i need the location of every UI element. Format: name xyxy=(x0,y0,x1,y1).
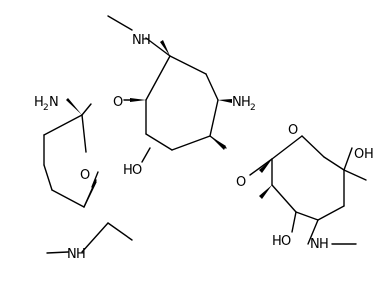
oh-bottom-o: O xyxy=(281,234,291,249)
nh-bottom-right-n: N xyxy=(310,237,320,252)
nh-bottom-right-h: H xyxy=(319,237,329,252)
oh-center-h: H xyxy=(123,163,133,178)
nh-bottom-left-h: H xyxy=(76,247,86,262)
oh-center-o: O xyxy=(132,163,142,178)
stereo-wedges xyxy=(66,40,272,199)
oh-right-o: O xyxy=(354,147,364,162)
ether-o-left: O xyxy=(113,95,123,110)
n-methyl-top-n: N xyxy=(132,33,142,48)
nh2-right-subscript: 2 xyxy=(250,103,256,113)
ether-o-right: O xyxy=(236,175,246,190)
oh-right-h: H xyxy=(364,147,374,162)
atom-labels: N H N H 2 H 2 N O O H O O O O H H O N H … xyxy=(34,33,374,262)
nh2-right-n: N xyxy=(232,95,242,110)
oh-bottom-h: H xyxy=(272,234,282,249)
ring-o-right: O xyxy=(288,123,298,138)
bonds xyxy=(43,15,367,254)
n-methyl-top-h: H xyxy=(141,33,151,48)
nh2-left-subscript: 2 xyxy=(43,103,49,113)
nh2-right-h: H xyxy=(241,95,251,110)
nh2-left-n: N xyxy=(49,95,59,110)
nh-bottom-left-n: N xyxy=(67,247,77,262)
nh2-left-h: H xyxy=(34,95,44,110)
ring-o-left: O xyxy=(80,168,90,183)
